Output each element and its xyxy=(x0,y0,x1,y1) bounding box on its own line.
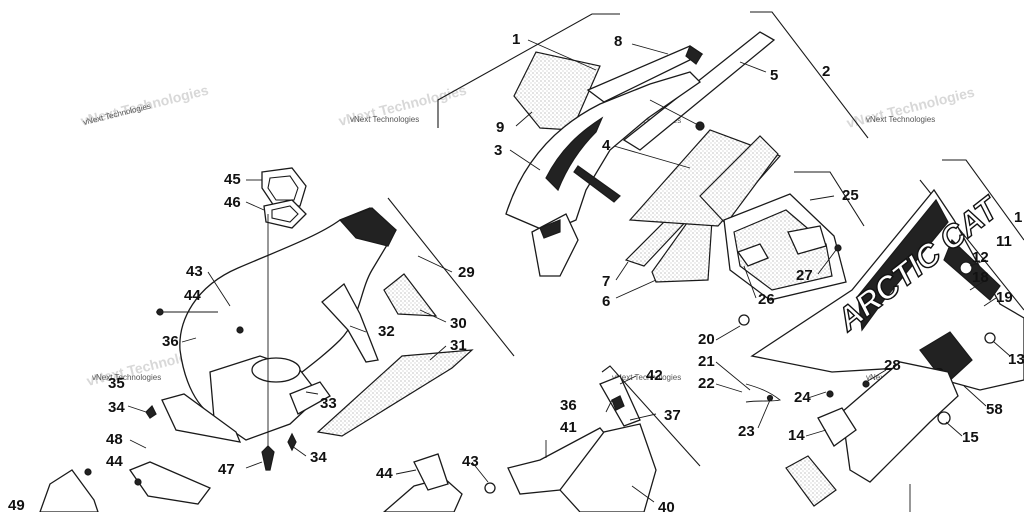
callout-41: 41 xyxy=(560,419,577,436)
callout-10: 1 xyxy=(1014,209,1022,226)
hood-group: ARCTIC CAT S xyxy=(723,159,1024,512)
callout-2: 2 xyxy=(822,63,830,80)
callout-29: 29 xyxy=(458,264,475,281)
callout-19: 19 xyxy=(996,289,1013,306)
callout-4: 4 xyxy=(602,137,611,154)
callout-43-left: 43 xyxy=(186,263,203,280)
callout-14: 14 xyxy=(788,427,805,444)
watermark-text: vNext Technologies xyxy=(866,115,935,124)
center-lower-group xyxy=(383,365,701,512)
callout-42: 42 xyxy=(646,367,663,384)
watermark-text: vNext Technologies xyxy=(612,116,681,125)
callout-44-left: 44 xyxy=(184,287,201,304)
callout-31: 31 xyxy=(450,337,467,354)
callout-35: 35 xyxy=(108,375,125,392)
callout-36-center: 36 xyxy=(560,397,577,414)
callout-20: 20 xyxy=(698,331,715,348)
callout-37: 37 xyxy=(664,407,681,424)
callout-47: 47 xyxy=(218,461,235,478)
callout-44-center: 44 xyxy=(376,465,393,482)
callout-48: 48 xyxy=(106,431,123,448)
callout-43-center: 43 xyxy=(462,453,479,470)
callout-32: 32 xyxy=(378,323,395,340)
callout-40: 40 xyxy=(658,499,675,512)
watermark-text: vNext Technologies xyxy=(350,115,419,124)
callout-33: 33 xyxy=(320,395,337,412)
callout-6: 6 xyxy=(602,293,610,310)
dash-group xyxy=(145,167,515,471)
callout-1: 1 xyxy=(512,31,520,48)
callout-34-left: 34 xyxy=(108,399,125,416)
callout-21: 21 xyxy=(698,353,715,370)
callout-11: 11 xyxy=(996,233,1012,250)
callout-23: 23 xyxy=(738,423,755,440)
leader-lines xyxy=(127,39,1011,503)
callout-12: 12 xyxy=(972,249,989,266)
callout-45: 45 xyxy=(224,171,241,188)
callout-9: 9 xyxy=(496,119,504,136)
callout-5: 5 xyxy=(770,67,778,84)
callout-24: 24 xyxy=(794,389,811,406)
callout-34-right: 34 xyxy=(310,449,327,466)
callout-36-left: 36 xyxy=(162,333,179,350)
callout-30: 30 xyxy=(450,315,467,332)
callout-3: 3 xyxy=(494,142,502,159)
watermark-text: vNext Technologies xyxy=(92,373,161,382)
callout-13: 13 xyxy=(1008,351,1024,368)
callout-15: 15 xyxy=(962,429,979,446)
callout-44-lower: 44 xyxy=(106,453,123,470)
callout-58: 58 xyxy=(986,401,1003,418)
callout-22: 22 xyxy=(698,375,715,392)
windshield-group xyxy=(437,11,869,283)
callout-25: 25 xyxy=(842,187,859,204)
callout-numbers: 1 2 3 4 5 6 7 8 9 1 11 12 13 14 15 18 19… xyxy=(8,31,1024,512)
callout-28: 28 xyxy=(884,357,901,374)
callout-8: 8 xyxy=(614,33,622,50)
callout-7: 7 xyxy=(602,273,610,290)
callout-27: 27 xyxy=(796,267,813,284)
callout-26: 26 xyxy=(758,291,775,308)
callout-49: 49 xyxy=(8,497,25,512)
callout-46: 46 xyxy=(224,194,241,211)
callout-18: 18 xyxy=(972,269,989,286)
lower-left-group xyxy=(39,461,212,512)
watermark-text: vNext Technologies xyxy=(612,373,681,382)
